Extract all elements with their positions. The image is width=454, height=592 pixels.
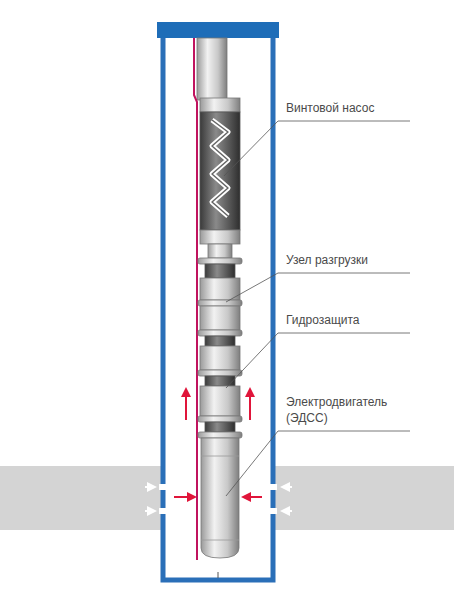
tubing	[197, 38, 227, 100]
casing-mark	[218, 572, 219, 578]
casing	[163, 32, 273, 580]
power-cable	[194, 38, 197, 560]
callout-label: Узел разгрузки	[286, 252, 368, 268]
callout-label: Винтовой насос	[286, 100, 374, 116]
wellhead	[157, 22, 279, 38]
screw-pump	[200, 98, 240, 244]
callout-label: Электродвигатель (ЭДСС)	[286, 394, 410, 426]
leader-lines	[224, 121, 410, 496]
callout-label: Гидрозащита	[286, 312, 360, 328]
unloading-unit	[198, 244, 242, 330]
hydroprotection	[198, 330, 242, 432]
flow-arrows	[186, 392, 250, 420]
electric-motor	[198, 432, 242, 558]
